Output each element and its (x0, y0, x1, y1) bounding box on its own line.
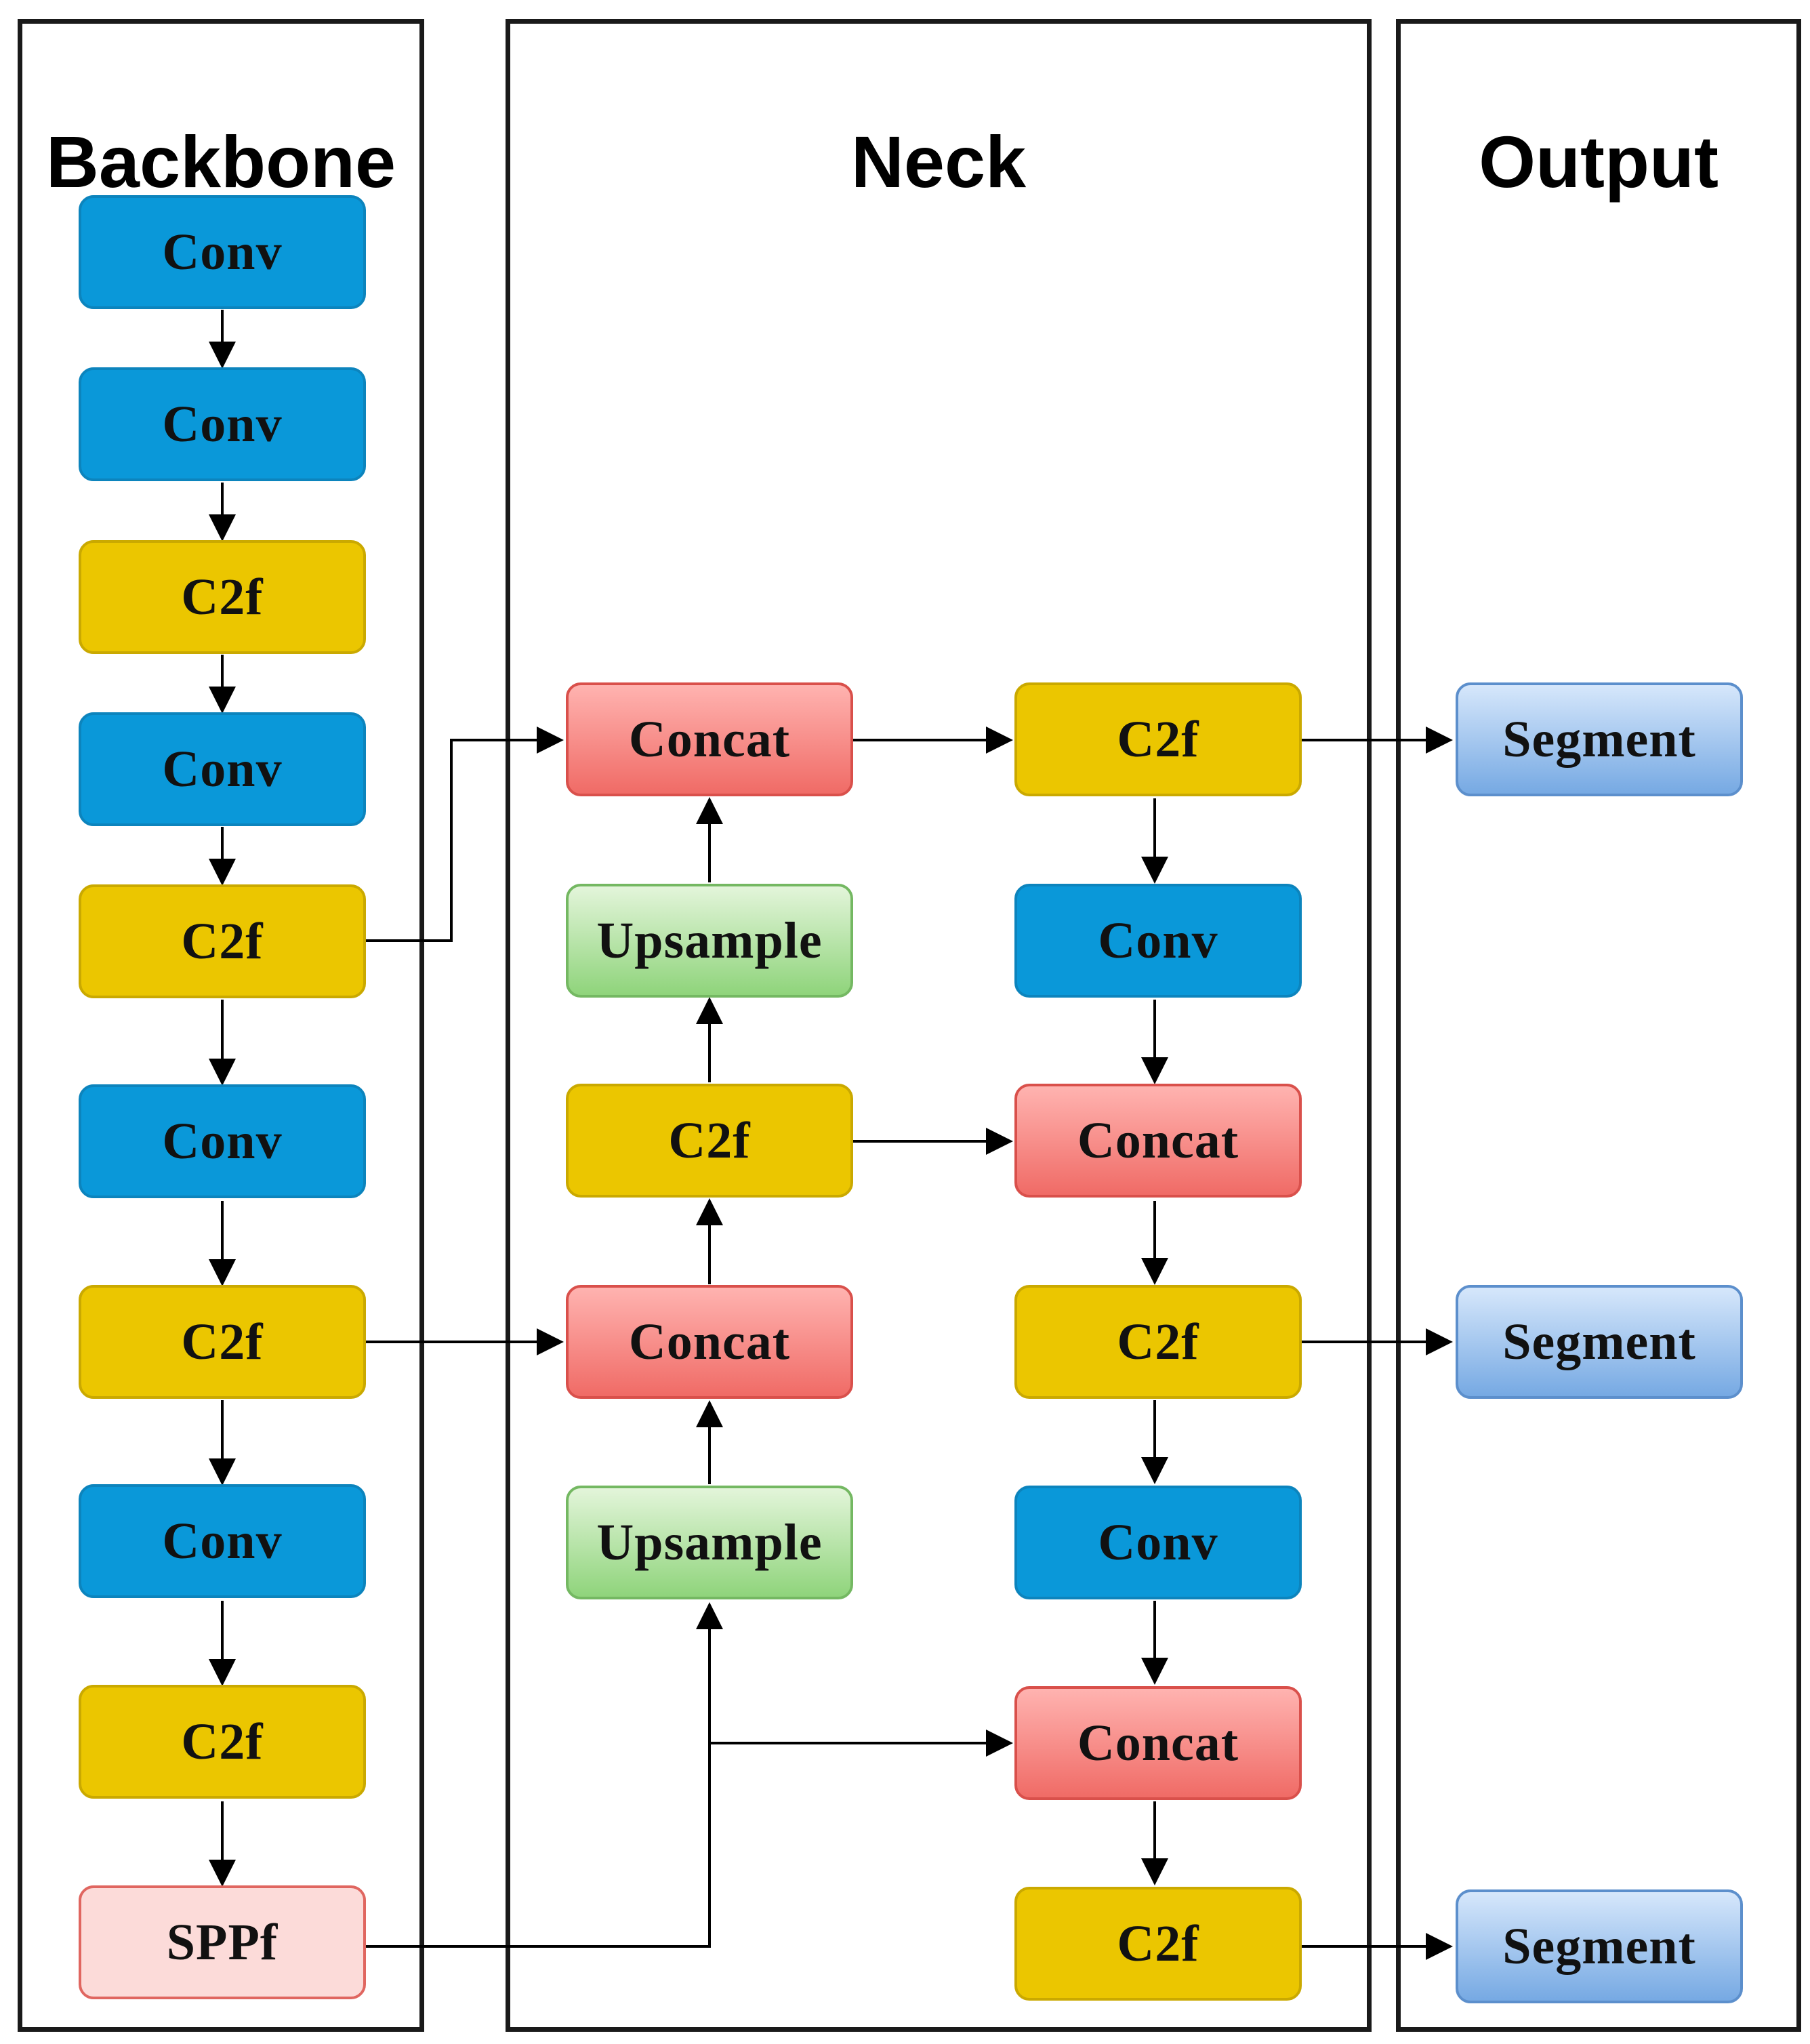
backbone-c2f-3: C2f (79, 1285, 366, 1399)
backbone-conv-2: Conv (79, 367, 366, 481)
neck-concat-3: Concat (1014, 1084, 1302, 1198)
arrow-c2f-to-concat-top (366, 727, 564, 942)
output-title: Output (1479, 121, 1719, 203)
output-segment-3: Segment (1456, 1889, 1743, 2003)
backbone-conv-5: Conv (79, 1484, 366, 1598)
backbone-conv-1: Conv (79, 195, 366, 309)
backbone-title: Backbone (45, 121, 396, 203)
neck-upsample-2: Upsample (566, 1486, 853, 1599)
neck-conv-2: Conv (1014, 1486, 1302, 1599)
output-segment-1: Segment (1456, 682, 1743, 796)
neck-upsample-1: Upsample (566, 884, 853, 998)
neck-concat-4: Concat (1014, 1686, 1302, 1800)
neck-conv-1: Conv (1014, 884, 1302, 998)
neck-concat-2: Concat (566, 1285, 853, 1399)
neck-c2f-3: C2f (1014, 1887, 1302, 2001)
backbone-conv-3: Conv (79, 712, 366, 826)
backbone-c2f-2: C2f (79, 884, 366, 998)
neck-c2f-left: C2f (566, 1084, 853, 1198)
backbone-c2f-1: C2f (79, 540, 366, 654)
arrow-sppf-to-upsample (366, 1602, 723, 1948)
neck-concat-1: Concat (566, 682, 853, 796)
output-panel: Output (1396, 19, 1801, 2032)
output-segment-2: Segment (1456, 1285, 1743, 1399)
backbone-c2f-4: C2f (79, 1685, 366, 1799)
neck-c2f-1: C2f (1014, 682, 1302, 796)
backbone-sppf: SPPf (79, 1885, 366, 1999)
neck-c2f-2: C2f (1014, 1285, 1302, 1399)
neck-title: Neck (850, 121, 1027, 203)
backbone-conv-4: Conv (79, 1084, 366, 1198)
